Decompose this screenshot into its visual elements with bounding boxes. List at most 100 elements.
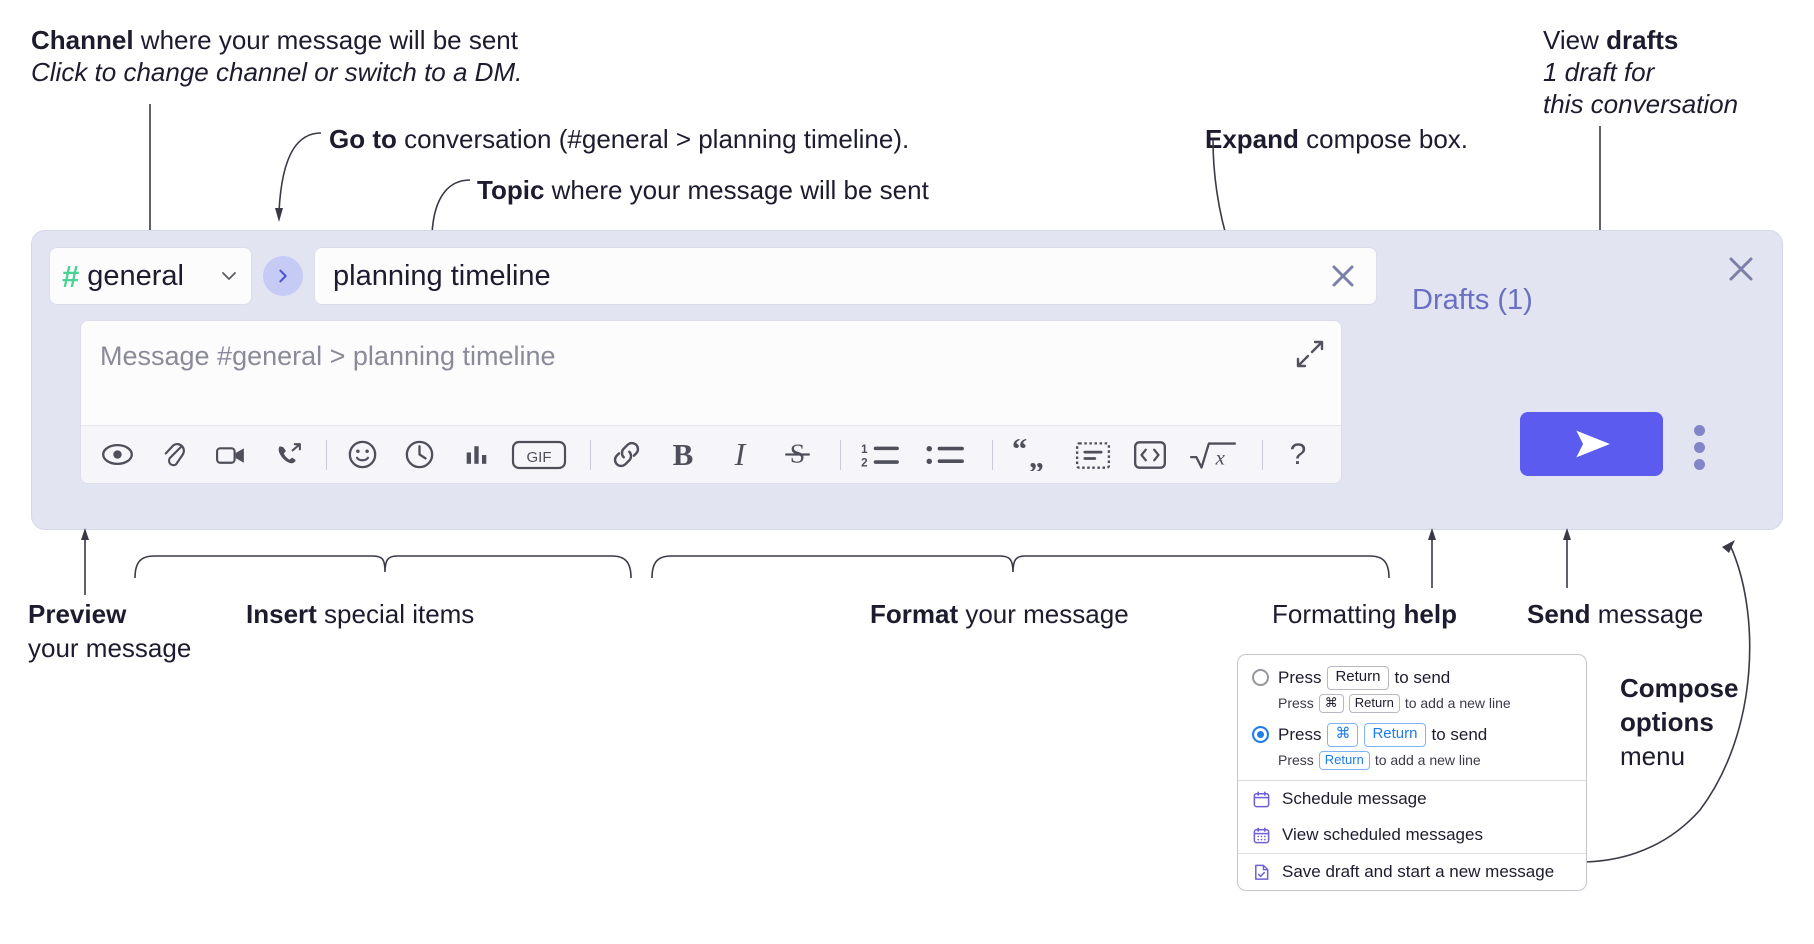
annotation-help-lead: Formatting xyxy=(1272,599,1404,629)
annotation-channel-italic: Click to change channel or switch to a D… xyxy=(31,57,523,88)
radio-button[interactable] xyxy=(1252,669,1269,687)
drafts-link[interactable]: Drafts (1) xyxy=(1412,284,1533,316)
key-return: Return xyxy=(1318,750,1370,770)
send-mode-suffix: to send xyxy=(1394,667,1451,687)
toolbar-separator xyxy=(840,439,841,470)
menu-divider xyxy=(1238,780,1586,781)
calendar-grid-icon xyxy=(1252,826,1271,845)
strikethrough-icon[interactable]: S xyxy=(775,435,819,475)
compose-options-button[interactable] xyxy=(1694,425,1706,470)
audio-call-icon[interactable] xyxy=(266,435,310,475)
send-mode-prefix: Press xyxy=(1278,667,1322,687)
topic-input[interactable]: planning timeline xyxy=(314,247,1377,305)
sub-suffix: to add a new line xyxy=(1404,695,1511,712)
svg-text:2: 2 xyxy=(861,457,867,469)
sub-prefix: Press xyxy=(1278,752,1314,769)
send-mode-option-cmd-return[interactable]: Press ⌘ Return to send xyxy=(1252,723,1572,747)
svg-text:“: “ xyxy=(1012,439,1027,466)
close-icon[interactable] xyxy=(1724,252,1758,286)
annotation-send-bold: Send xyxy=(1527,599,1591,629)
key-return: Return xyxy=(1348,693,1400,713)
clock-icon[interactable] xyxy=(397,435,441,475)
more-dot xyxy=(1694,425,1705,436)
key-return: Return xyxy=(1364,723,1426,747)
annotation-channel-bold: Channel xyxy=(31,25,134,55)
code-icon[interactable] xyxy=(1128,435,1172,475)
annotation-send-rest: message xyxy=(1590,599,1704,629)
bold-icon[interactable]: B xyxy=(661,435,705,475)
send-mode-sub-return: Press ⌘ Return to add a new line xyxy=(1278,693,1572,713)
video-icon[interactable] xyxy=(209,435,253,475)
menu-item-schedule-message[interactable]: Schedule message xyxy=(1238,781,1586,817)
annotation-drafts-italic1: 1 draft for xyxy=(1543,57,1655,88)
attachment-icon[interactable] xyxy=(152,435,196,475)
math-icon[interactable]: x xyxy=(1185,435,1241,475)
topic-value: planning timeline xyxy=(333,259,551,292)
help-icon[interactable]: ? xyxy=(1276,435,1320,475)
annotation-goto-rest: conversation (#general > planning timeli… xyxy=(396,124,910,154)
key-cmd: ⌘ xyxy=(1327,723,1359,747)
menu-item-view-scheduled[interactable]: View scheduled messages xyxy=(1238,817,1586,853)
chevron-down-icon xyxy=(219,266,239,286)
send-mode-option-return[interactable]: Press Return to send xyxy=(1252,666,1572,690)
send-mode-main: Press Return to send xyxy=(1278,666,1450,690)
menu-item-save-draft[interactable]: Save draft and start a new message xyxy=(1238,854,1586,890)
compose-panel: # general planning timeline Message #gen… xyxy=(31,230,1783,530)
channel-selector[interactable]: # general xyxy=(49,247,252,305)
annotation-compose-options: Compose options menu xyxy=(1620,672,1738,773)
expand-icon[interactable] xyxy=(1295,339,1325,369)
send-button[interactable] xyxy=(1520,412,1663,476)
message-placeholder: Message #general > planning timeline xyxy=(100,341,556,371)
sub-suffix: to add a new line xyxy=(1374,752,1481,769)
italic-letter: I xyxy=(734,436,746,472)
menu-divider xyxy=(1238,853,1586,854)
annotation-preview-rest: your message xyxy=(28,632,192,663)
gif-icon[interactable]: GIF xyxy=(511,435,567,475)
annotation-format-rest: your message xyxy=(958,599,1129,629)
annotation-goto: Go to conversation (#general > planning … xyxy=(329,123,909,155)
emoji-icon[interactable] xyxy=(340,435,384,475)
link-icon[interactable] xyxy=(604,435,648,475)
menu-item-label: View scheduled messages xyxy=(1282,825,1483,844)
compose-options-menu: Press Return to send Press ⌘ Return to a… xyxy=(1237,654,1587,891)
annotation-send: Send message xyxy=(1527,598,1703,630)
annotation-goto-bold: Go to xyxy=(329,124,397,154)
send-mode-main: Press ⌘ Return to send xyxy=(1278,723,1487,747)
annotation-insert: Insert special items xyxy=(246,598,474,630)
annotation-help-bold: help xyxy=(1403,599,1457,629)
key-cmd: ⌘ xyxy=(1318,693,1344,713)
menu-item-label: Schedule message xyxy=(1282,789,1427,808)
poll-icon[interactable] xyxy=(454,435,498,475)
hash-icon: # xyxy=(62,258,80,294)
blockquote-icon[interactable]: “„ xyxy=(1006,435,1058,475)
send-paper-plane-icon xyxy=(1575,430,1610,458)
save-draft-icon xyxy=(1252,863,1271,882)
radio-button-selected[interactable] xyxy=(1252,726,1269,744)
annotation-insert-bold: Insert xyxy=(246,599,317,629)
code-block-icon[interactable] xyxy=(1071,435,1115,475)
preview-icon[interactable] xyxy=(95,435,139,475)
close-icon[interactable] xyxy=(1326,259,1360,293)
bulleted-list-icon[interactable] xyxy=(919,435,971,475)
send-mode-sub-cmd-return: Press Return to add a new line xyxy=(1278,750,1572,770)
annotation-channel: Channel where your message will be sent … xyxy=(31,24,522,88)
italic-icon[interactable]: I xyxy=(718,435,762,475)
calendar-schedule-icon xyxy=(1252,790,1271,809)
svg-text:„: „ xyxy=(1029,440,1044,470)
key-return: Return xyxy=(1327,666,1389,690)
annotation-drafts-lead: View xyxy=(1543,25,1607,55)
annotation-compose-bold1: Compose xyxy=(1620,673,1739,703)
annotation-topic-bold: Topic xyxy=(477,175,545,205)
annotation-compose-rest: menu xyxy=(1620,740,1686,771)
send-mode-group: Press Return to send Press ⌘ Return to a… xyxy=(1238,655,1586,780)
goto-conversation-button[interactable] xyxy=(263,256,303,296)
channel-name: general xyxy=(87,259,184,292)
more-dot xyxy=(1694,459,1705,470)
message-input-box[interactable]: Message #general > planning timeline xyxy=(80,320,1342,484)
annotation-channel-rest: where your message will be sent xyxy=(133,25,518,55)
annotation-formatting-help: Formatting help xyxy=(1272,598,1457,630)
annotation-drafts-italic2: this conversation xyxy=(1543,89,1739,120)
annotation-preview: Preview your message xyxy=(28,598,191,666)
